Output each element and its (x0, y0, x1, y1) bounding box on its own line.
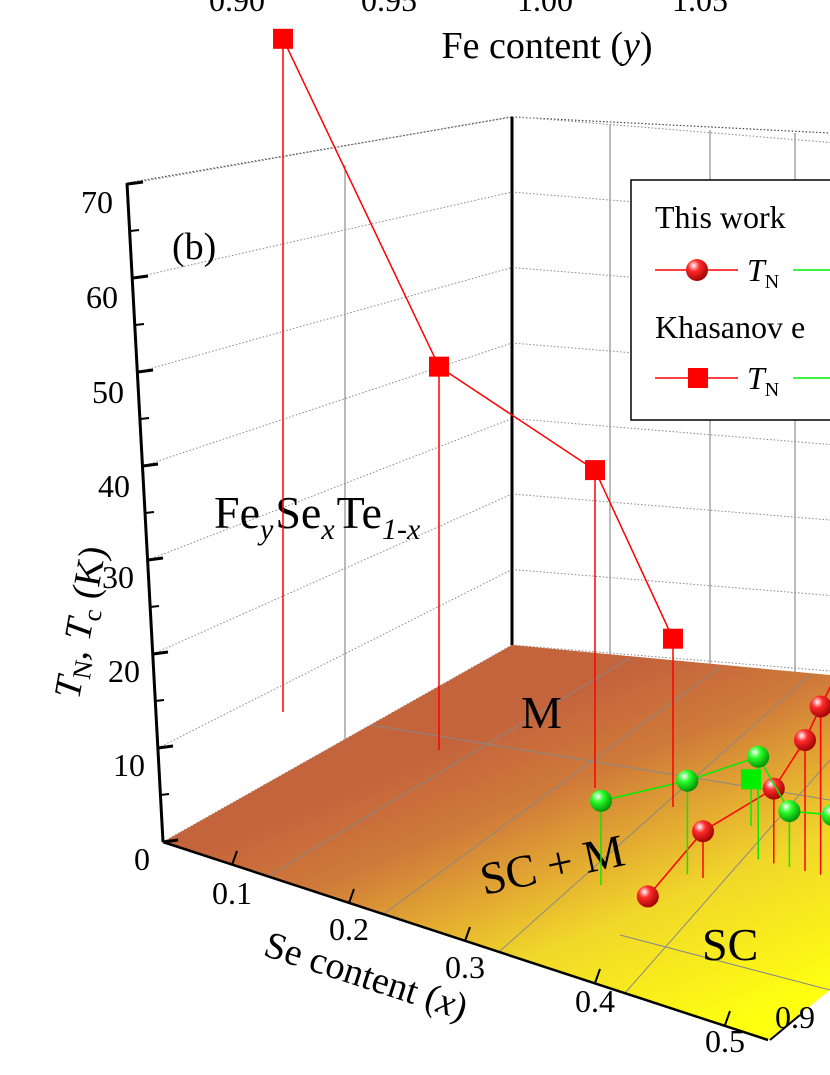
x-tick-label: 0.5 (705, 1023, 745, 1059)
x-tick-label: 0.3 (445, 949, 485, 985)
phase-floor (163, 645, 830, 1040)
z-tick-label: 0 (134, 841, 150, 877)
legend-entry-tn-khasanov: TN (747, 360, 779, 401)
data-point-sphere (794, 729, 816, 752)
x-tick (231, 850, 238, 866)
legend-box (630, 179, 830, 421)
legend-marker-square-red (688, 368, 708, 388)
data-point-square (273, 28, 293, 49)
region-label-m: M (521, 687, 562, 738)
z-tick-label: 10 (113, 747, 145, 783)
wall-gridline (511, 493, 830, 521)
floor-gridline (624, 759, 830, 994)
top-axis-label: Fe content (y) (441, 25, 652, 67)
data-point-sphere (676, 769, 699, 792)
z-minor-tick (140, 417, 150, 420)
x-tick (348, 888, 355, 904)
wall-gridline (152, 493, 513, 655)
z-tick-label: 70 (81, 184, 113, 220)
region-label-sc: SC (702, 919, 758, 970)
legend-header-khasanov: Khasanov e (655, 309, 805, 345)
z-minor-tick (150, 605, 160, 608)
top-tick-label: 0.90 (209, 0, 265, 18)
data-point-sphere (747, 745, 770, 768)
wall-gridline (511, 418, 830, 445)
wall-gridline (511, 267, 830, 294)
floor-gridline (619, 934, 830, 991)
data-point-square (663, 628, 683, 649)
z-tick (147, 556, 164, 562)
z-minor-tick (135, 323, 145, 326)
z-tick (137, 368, 154, 374)
panel-label: (b) (172, 226, 216, 268)
z-tick (152, 650, 169, 656)
data-point-square (585, 460, 605, 481)
z-minor-tick (160, 793, 170, 796)
data-point-sphere (821, 804, 830, 826)
z-minor-tick (130, 229, 140, 232)
z-tick (127, 180, 144, 186)
z-minor-tick (145, 511, 155, 514)
z-minor-tick (155, 699, 165, 702)
floor-gridline (269, 657, 631, 876)
data-layer (273, 28, 830, 908)
z-tick-label: 30 (102, 559, 134, 595)
wall-gridline (511, 644, 830, 672)
y-axis-tick (769, 1014, 801, 1041)
legend-header-this-work: This work (655, 199, 786, 235)
legend: This work TN Khasanov e TN (630, 179, 830, 421)
top-tick-label: 0.95 (361, 0, 417, 18)
z-tick-labels: 0 10 20 30 40 50 60 70 (81, 184, 150, 877)
data-point-sphere (809, 695, 830, 718)
data-point-sphere (692, 820, 714, 843)
legend-marker-sphere-red (686, 259, 708, 281)
wall-gridline (511, 116, 830, 143)
data-point-square (741, 769, 761, 790)
wall-gridline (157, 569, 513, 749)
x-tick-label: 0.1 (212, 875, 252, 911)
data-point-square (429, 356, 449, 377)
top-tick-label: 1.05 (672, 0, 728, 18)
z-tick (157, 744, 174, 750)
x-tick (594, 968, 601, 984)
x-tick-labels: 0.1 0.2 0.3 0.4 0.5 (212, 875, 745, 1059)
z-tick-label: 60 (86, 279, 118, 315)
compound-formula: FeySexTe1-x (214, 487, 421, 546)
floor-gridline (499, 674, 811, 952)
wall-gridline (511, 342, 830, 370)
z-axis-ticks (127, 180, 179, 844)
z-tick-label: 20 (108, 653, 140, 689)
wall-gridline (511, 191, 830, 219)
data-point-sphere (590, 789, 612, 812)
data-point-sphere (636, 885, 659, 908)
wall-gridline (511, 569, 830, 596)
z-tick-label: 50 (92, 374, 124, 410)
x-tick-label: 0.2 (329, 911, 369, 947)
data-point-sphere (778, 800, 801, 823)
x-axis-ticks (231, 850, 731, 1026)
z-tick (142, 462, 159, 468)
floor-gridline (384, 666, 721, 914)
top-tick-label: 1.00 (517, 0, 573, 18)
z-tick-label: 40 (98, 468, 130, 504)
top-axis: 0.90 0.95 1.00 1.05 Fe content (y) (209, 0, 728, 67)
x-tick (464, 926, 471, 942)
series-line (282, 38, 674, 640)
legend-entry-tn-this: TN (747, 252, 779, 293)
x-tick (724, 1010, 731, 1026)
x-tick-label: 0.4 (575, 983, 615, 1019)
z-tick (162, 838, 179, 844)
y-tick-label: 0.9 (775, 999, 815, 1035)
z-tick (132, 274, 149, 280)
